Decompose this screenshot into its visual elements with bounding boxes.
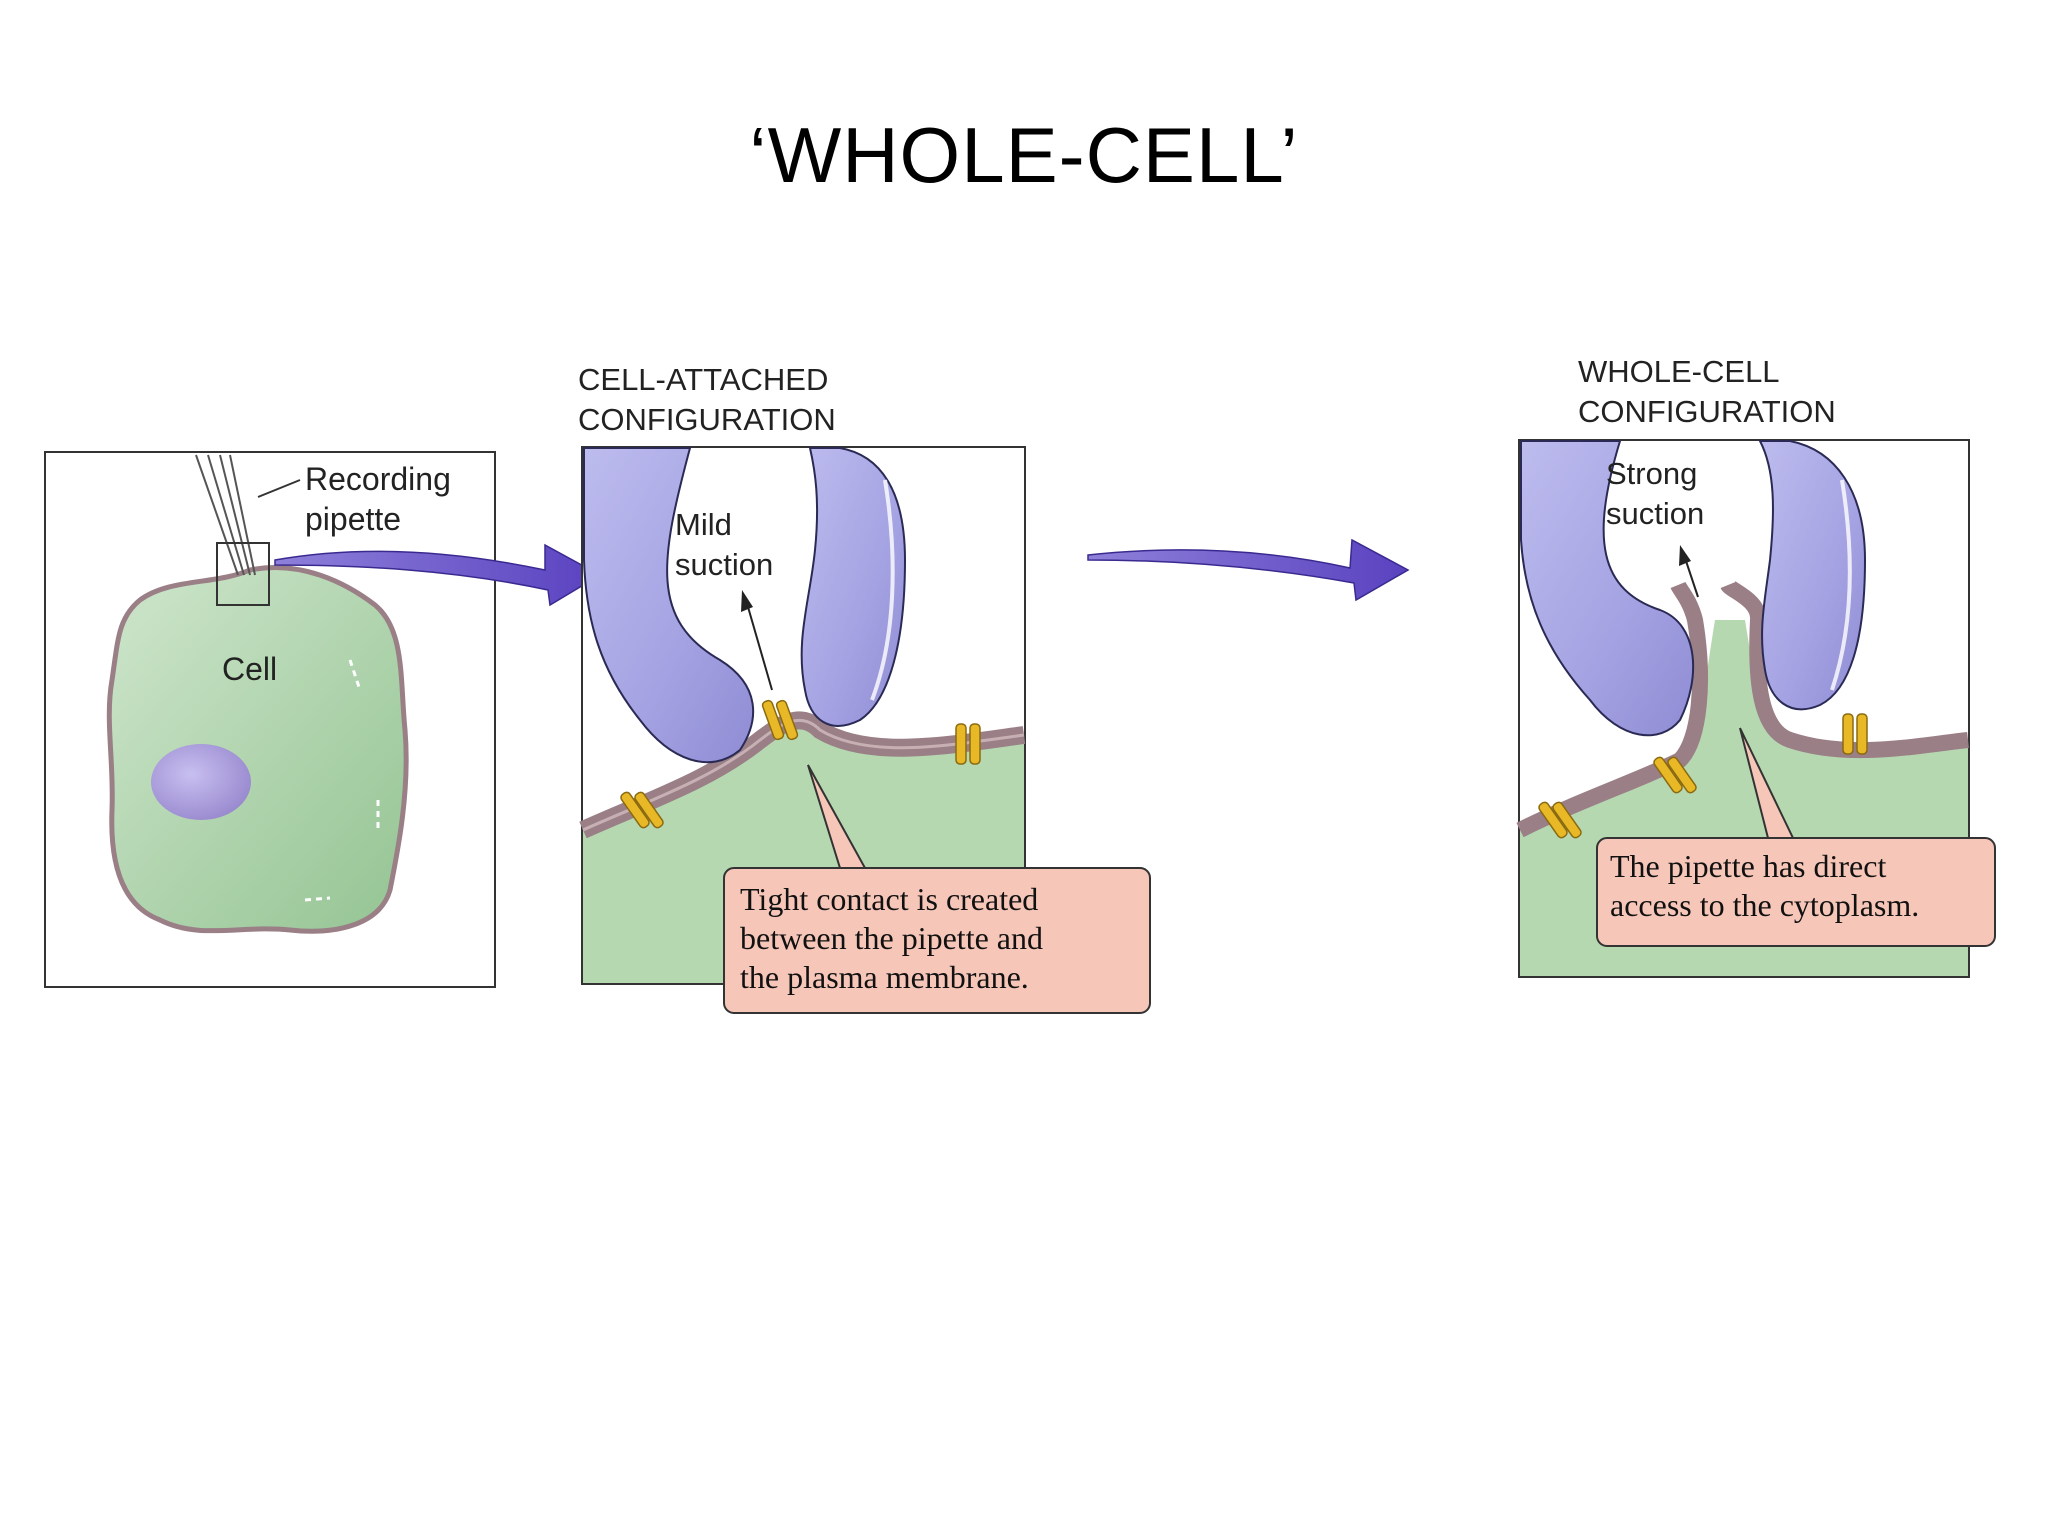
whole-cell-heading-line1: WHOLE-CELL <box>1578 354 1780 389</box>
zoom-arrow <box>274 543 602 607</box>
panel-cell-attached: CELL-ATTACHED CONFIGURATION Mild suction <box>578 362 1151 1014</box>
ion-channel <box>1653 756 1697 794</box>
pipette-highlight <box>870 479 895 701</box>
pipette-label-line1: Recording <box>305 461 451 497</box>
cell-label: Cell <box>222 651 277 687</box>
cell-highlight <box>304 659 380 902</box>
direct-access-line1: The pipette has direct <box>1610 848 1886 884</box>
panel-cell: Recording pipette Cell <box>44 451 496 988</box>
tight-contact-line2: between the pipette and <box>740 920 1043 956</box>
cell-body <box>106 565 409 934</box>
whole-cell-pipette-highlight <box>1830 479 1852 691</box>
tight-contact-line1: Tight contact is created <box>740 881 1038 917</box>
mild-suction-arrowhead <box>741 590 753 612</box>
membrane-left <box>1516 581 1708 838</box>
ion-channel <box>955 723 981 765</box>
pipette-label-line2: pipette <box>305 501 401 537</box>
tight-contact-line3: the plasma membrane. <box>740 959 1029 995</box>
whole-cell-pipette-right <box>1758 440 1867 711</box>
pipette-wall-left <box>583 447 754 764</box>
whole-cell-pipette-left <box>1520 440 1695 737</box>
panel-whole-cell: WHOLE-CELL CONFIGURATION Strong suction <box>1516 354 1996 978</box>
tight-contact-callout <box>723 867 1151 1014</box>
cell-attached-heading-line2: CONFIGURATION <box>578 402 836 437</box>
nucleus <box>151 744 251 820</box>
cell-attached-heading-line1: CELL-ATTACHED <box>578 362 828 397</box>
strong-suction-line2: suction <box>1606 496 1704 531</box>
whole-cell-heading-line2: CONFIGURATION <box>1578 394 1836 429</box>
ion-channel <box>761 699 799 741</box>
strong-suction-arrowhead <box>1679 545 1691 566</box>
direct-access-callout <box>1596 837 1996 947</box>
slide-title: ‘WHOLE-CELL’ <box>749 111 1299 199</box>
pipette-label-leader <box>257 479 301 498</box>
transition-arrow <box>1087 538 1410 602</box>
mild-suction-line1: Mild <box>675 507 732 542</box>
mild-suction-arrow <box>745 599 773 691</box>
ion-channel <box>1842 713 1868 755</box>
recording-pipette <box>195 454 256 576</box>
zoom-box <box>216 542 270 606</box>
pipette-wall-right <box>800 447 907 727</box>
direct-access-line2: access to the cytoplasm. <box>1610 887 1919 923</box>
ion-channel <box>620 791 664 829</box>
membrane-right <box>1720 579 1969 759</box>
mild-suction-line2: suction <box>675 547 773 582</box>
ion-channel <box>1538 801 1582 839</box>
strong-suction-line1: Strong <box>1606 456 1697 491</box>
